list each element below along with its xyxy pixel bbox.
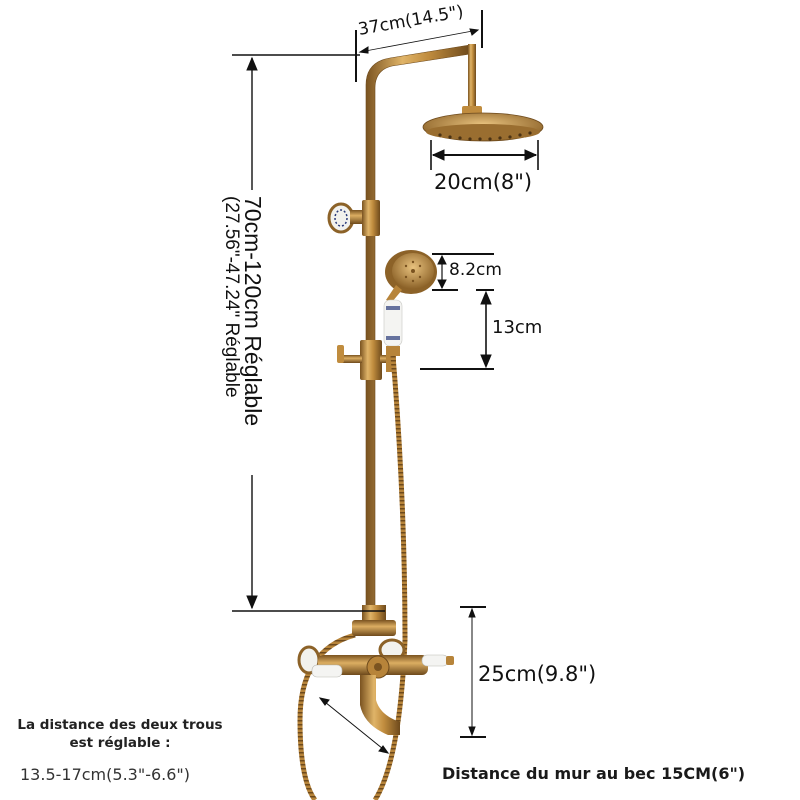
holes-note-value: 13.5-17cm(5.3"-6.6")	[20, 765, 191, 784]
mixer-height-label: 25cm(9.8")	[478, 662, 597, 686]
mixer-faucet	[297, 605, 454, 735]
dimension-lines	[232, 10, 539, 754]
holes-note-line1: La distance des deux trous	[17, 717, 223, 733]
height-range-line1: 70cm-120cm Réglable	[240, 196, 266, 427]
height-range-label: 70cm-120cm Réglable (27.56"-47.24" Régla…	[220, 196, 266, 427]
spout-distance-note: Distance du mur au bec 15CM(6")	[442, 764, 746, 783]
height-range-line2: (27.56"-47.24" Réglable	[220, 196, 242, 398]
rain-shower-head	[422, 112, 544, 142]
handset-head-label: 8.2cm	[449, 260, 502, 280]
shower-hose	[372, 355, 408, 800]
upper-wall-bracket	[327, 200, 380, 236]
holes-note-line2: est réglable :	[69, 735, 171, 752]
holes-note-title: La distance des deux trous est réglable …	[0, 716, 240, 752]
hand-shower	[383, 250, 437, 356]
head-diameter-label: 20cm(8")	[434, 170, 533, 194]
handset-gap-label: 13cm	[492, 317, 543, 338]
